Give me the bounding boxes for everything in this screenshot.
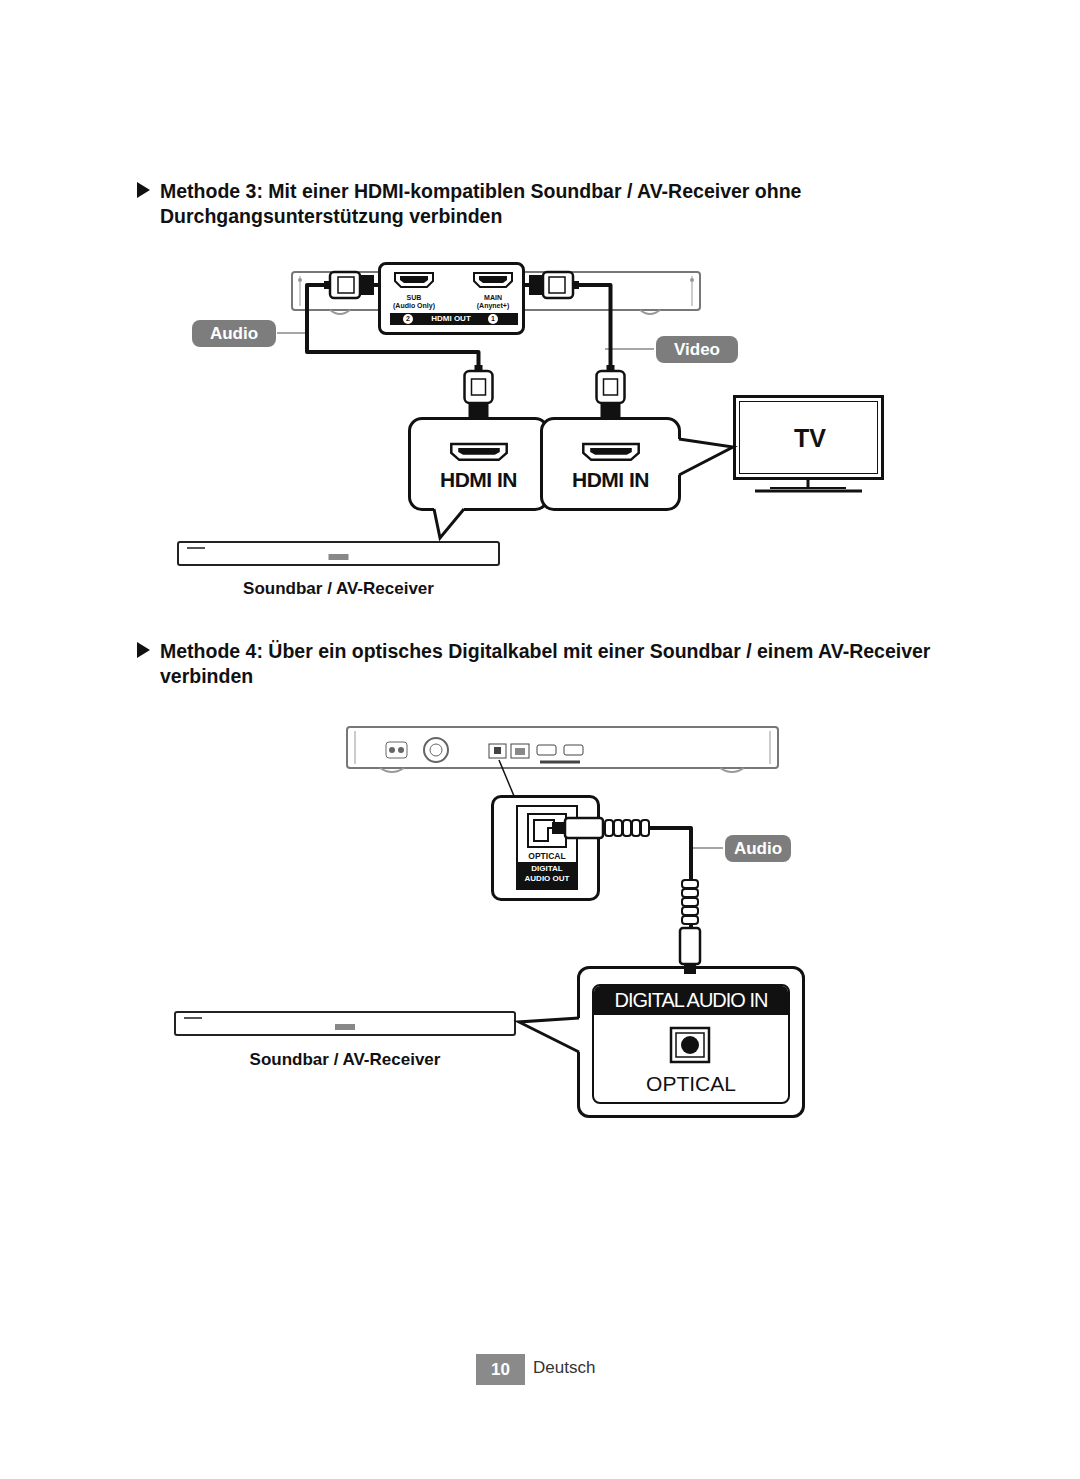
drawing-part — [682, 916, 698, 924]
box-text: HDMI OUT — [419, 314, 483, 324]
callout-tail — [519, 1018, 579, 1052]
hdmi-in-callout: HDMI IN — [408, 417, 549, 511]
hdmi-plug — [597, 365, 625, 417]
drawing-part — [605, 820, 613, 836]
drawing-part — [573, 281, 579, 289]
box-text: OPTICAL — [580, 1072, 802, 1096]
box-text: HDMI IN — [411, 468, 546, 492]
box-text: SUB — [384, 294, 444, 301]
drawing-part — [324, 281, 330, 289]
hdmi-port-icon — [449, 442, 509, 462]
port-icon-holder — [543, 442, 678, 462]
section-heading: Methode 3: Mit einer HDMI-kompatiblen So… — [160, 179, 860, 229]
drawing-part — [680, 928, 700, 964]
header-text: DIGITAL AUDIO IN — [580, 989, 802, 1012]
drawing-part — [614, 820, 622, 836]
drawing-part — [682, 898, 698, 906]
drawing-part — [623, 820, 631, 836]
callout-tail — [679, 439, 733, 475]
optical-out-callout: OPTICAL DIGITAL AUDIO OUT — [491, 795, 600, 901]
callout-number: 2 — [403, 314, 413, 324]
drawing-part — [597, 371, 625, 403]
hdmi-plug — [324, 272, 374, 298]
callout-label: Audio — [725, 835, 791, 862]
drawing-part — [607, 365, 615, 371]
callout-label: Video — [656, 336, 738, 363]
drawing-part — [529, 275, 543, 295]
cable — [525, 285, 611, 417]
optical-socket-icon — [669, 1026, 713, 1066]
box-text: DIGITAL AUDIO OUT — [518, 864, 576, 884]
callout-number: 1 — [488, 314, 498, 324]
callout-label: Audio — [192, 320, 276, 347]
language-label: Deutsch — [533, 1358, 595, 1378]
drawing-part — [682, 889, 698, 897]
hdmi-port-icon — [581, 442, 641, 462]
drawing-part — [641, 820, 649, 836]
box-text: Soundbar / AV-Receiver — [176, 1050, 514, 1070]
drawing-part — [601, 403, 621, 417]
soundbar: Soundbar / AV-Receiver — [174, 1011, 516, 1036]
hdmi-plug — [465, 365, 493, 417]
box-text: Soundbar / AV-Receiver — [179, 579, 498, 599]
page-number: 10 — [476, 1354, 525, 1385]
drawing-part — [472, 379, 486, 395]
drawing-part — [465, 371, 493, 403]
box-text: (Audio Only) — [384, 302, 444, 309]
tv-screen: TV — [733, 395, 884, 480]
callout-tail — [676, 439, 733, 475]
drawing-part — [549, 277, 565, 293]
drawing-part — [360, 275, 374, 295]
drawing-part — [682, 880, 698, 888]
drawing-part — [543, 272, 573, 298]
digital-audio-in-callout: DIGITAL AUDIO IN OPTICAL — [577, 966, 805, 1118]
hdmi-in-callout: HDMI IN — [540, 417, 681, 511]
drawing-part — [632, 820, 640, 836]
drawing-part — [475, 365, 483, 371]
box-text: (Anynet+) — [463, 302, 523, 309]
cable — [600, 828, 691, 966]
hdmi-out-panel: SUB(Audio Only) MAIN(Anynet+) HDMI OUT — [378, 262, 525, 335]
box-text: TV — [794, 424, 826, 453]
drawing-part — [682, 907, 698, 915]
drawing-part — [604, 379, 618, 395]
section-heading: Methode 4: Über ein optisches Digitalkab… — [160, 639, 940, 689]
soundbar: Soundbar / AV-Receiver — [177, 541, 500, 566]
box-text: OPTICAL — [518, 851, 576, 861]
drawing-part — [338, 277, 354, 293]
drawing-part — [469, 403, 489, 417]
box-text: MAIN — [463, 294, 523, 301]
hdmi-plug — [529, 272, 579, 298]
callout-tail — [434, 509, 464, 538]
optical-plug — [680, 880, 700, 974]
callout-tail — [519, 1018, 582, 1052]
box-text: HDMI IN — [543, 468, 678, 492]
drawing-part — [330, 272, 360, 298]
port-icon-holder — [411, 442, 546, 462]
